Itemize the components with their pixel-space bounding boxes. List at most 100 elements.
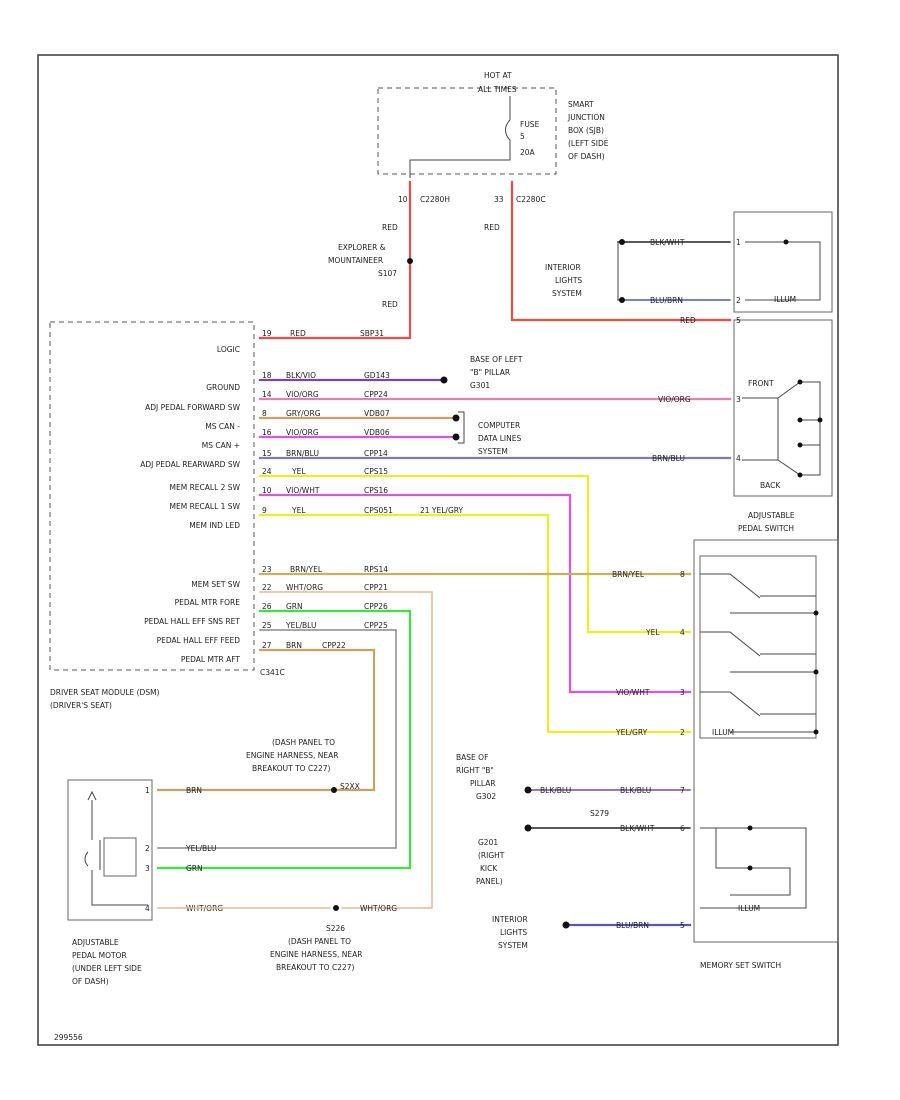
memory-switch-contacts [700, 573, 816, 733]
switch-node-4 [797, 472, 803, 478]
s226-note-2: ENGINE HARNESS, NEAR [270, 950, 362, 959]
wire-mem-recall-1 [258, 493, 692, 694]
tag-pin-set: 23 [262, 565, 272, 574]
tag-circ-rear: CPP14 [364, 449, 388, 458]
pin-10: 10 [398, 195, 408, 204]
fuse-symbol [505, 119, 511, 141]
tag-pin-recall-1: 10 [262, 486, 272, 495]
mem-pin-8: 8 [680, 570, 685, 579]
dsm-label-2: (DRIVER'S SEAT) [50, 701, 112, 710]
motor-color-brn: BRN [186, 786, 202, 795]
tag-circ-ret: CPP26 [364, 602, 388, 611]
mem-color-yel: YEL [645, 628, 660, 637]
mem-color-bbr: BLU/BRN [616, 921, 649, 930]
cdl-3: SYSTEM [478, 447, 508, 456]
ground-g201 [524, 824, 532, 832]
pin-name-hall-ret: PEDAL HALL EFF SNS RET [144, 617, 240, 626]
tag-color-led: YEL [291, 506, 306, 515]
pin-name-ms-can-plus: MS CAN + [202, 441, 240, 450]
dsm-label-1: DRIVER SEAT MODULE (DSM) [50, 688, 160, 697]
pedal-switch-lower-box [733, 319, 833, 497]
mem-pin-7: 7 [680, 786, 685, 795]
motor-label-1: ADJUSTABLE [72, 938, 119, 947]
pin-name-mem-ind-led: MEM IND LED [189, 521, 240, 530]
g201-1: G201 [478, 838, 498, 847]
pin-name-mem-set: MEM SET SW [191, 580, 240, 589]
pin-name-ground: GROUND [206, 383, 240, 392]
splice-s107 [407, 258, 413, 264]
switch-node-1 [797, 379, 803, 385]
tag-circ-fore: CPP21 [364, 583, 388, 592]
tag-color-set: BRN/YEL [290, 565, 323, 574]
motor-pin-1: 1 [145, 786, 150, 795]
red-wire-right [510, 180, 732, 322]
fwd-color-right: VIO/ORG [658, 395, 691, 404]
wire-hall-ret [156, 609, 412, 870]
illum-label-3: ILLUM [738, 904, 760, 913]
splice-note-1: EXPLORER & [338, 243, 386, 252]
lamp-node-2 [747, 865, 753, 871]
c341c-label: C341C [260, 668, 285, 677]
cdl-1: COMPUTER [478, 421, 520, 430]
tag-circ-can-plus: VDB06 [364, 428, 390, 437]
base-right-1: BASE OF [456, 753, 488, 762]
footer-id: 299556 [54, 1033, 83, 1042]
tag-ygr: 21 YEL/GRY [420, 506, 463, 515]
tag-pin-fore: 22 [262, 583, 272, 592]
rear-pin-right: 4 [736, 454, 741, 463]
interior-lights-node-2 [619, 297, 625, 303]
motor-pin-2: 2 [145, 844, 150, 853]
mem-pin-3: 3 [680, 688, 685, 697]
tag-pin-logic: 19 [262, 329, 272, 338]
tag-pin-led: 9 [262, 506, 267, 515]
motor-color-grn: GRN [186, 864, 203, 873]
pedal-motor-box [67, 779, 153, 921]
tag-circ-led: CPS051 [364, 506, 393, 515]
s226-note-3: BREAKOUT TO C227) [276, 963, 355, 972]
tag-pin-recall-2: 24 [262, 467, 272, 476]
tag-color-fwd: VIO/ORG [286, 390, 319, 399]
wire-mtr-fore [259, 591, 433, 909]
tag-circ-ground: GD143 [364, 371, 390, 380]
motor-label-4: OF DASH) [72, 977, 109, 986]
tag-circ-recall-1: CPS16 [364, 486, 388, 495]
sjb-label: SMART JUNCTION BOX (SJB) (LEFT SIDE OF D… [567, 100, 609, 161]
fuse-number: 5 [520, 132, 525, 141]
tag-color-can-minus: GRY/ORG [286, 409, 321, 418]
tag-pin-ret: 26 [262, 602, 272, 611]
sjb-label-1: SMART [568, 100, 594, 109]
mem-node-3 [813, 729, 819, 735]
motor-label-3: (UNDER LEFT SIDE [72, 964, 142, 973]
mem-pin-6: 6 [680, 824, 685, 833]
mem-node-1 [813, 610, 819, 616]
pedal-switch-label-2: PEDAL SWITCH [738, 524, 794, 533]
blu-brn-label-top: BLU/BRN [650, 296, 683, 305]
ground-g301 [440, 376, 448, 384]
cdl-2: DATA LINES [478, 434, 521, 443]
interior-lights-1: INTERIOR [545, 263, 581, 272]
base-right-4: G302 [476, 792, 496, 801]
pin-name-hall-feed: PEDAL HALL EFF FEED [157, 636, 241, 645]
red-label-3: RED [382, 300, 398, 309]
tag-color-recall-2: YEL [291, 467, 306, 476]
pedal-switch-label-1: ADJUSTABLE [748, 511, 795, 520]
motor-sensor [103, 837, 137, 877]
fuse-amps: 20A [520, 148, 536, 157]
motor-label-2: PEDAL MOTOR [72, 951, 127, 960]
interior-lights-2: LIGHTS [555, 276, 582, 285]
ground-g302 [524, 786, 532, 794]
sjb-label-3: BOX (SJB) [568, 126, 604, 135]
base-right-2: RIGHT "B" [456, 766, 494, 775]
motor-coil [84, 851, 89, 867]
mem-color-bb: BLK/BLU [620, 786, 651, 795]
interior-lights-b-1: INTERIOR [492, 915, 528, 924]
tag-pin-feed: 25 [262, 621, 272, 630]
tag-circ-can-minus: VDB07 [364, 409, 390, 418]
splice-s226 [333, 905, 339, 911]
mem-set-lamp [700, 827, 807, 909]
tag-pin-rear: 15 [262, 449, 272, 458]
fuse-label: FUSE [520, 120, 540, 129]
back-label: BACK [760, 481, 781, 490]
sjb-label-5: OF DASH) [568, 152, 605, 161]
